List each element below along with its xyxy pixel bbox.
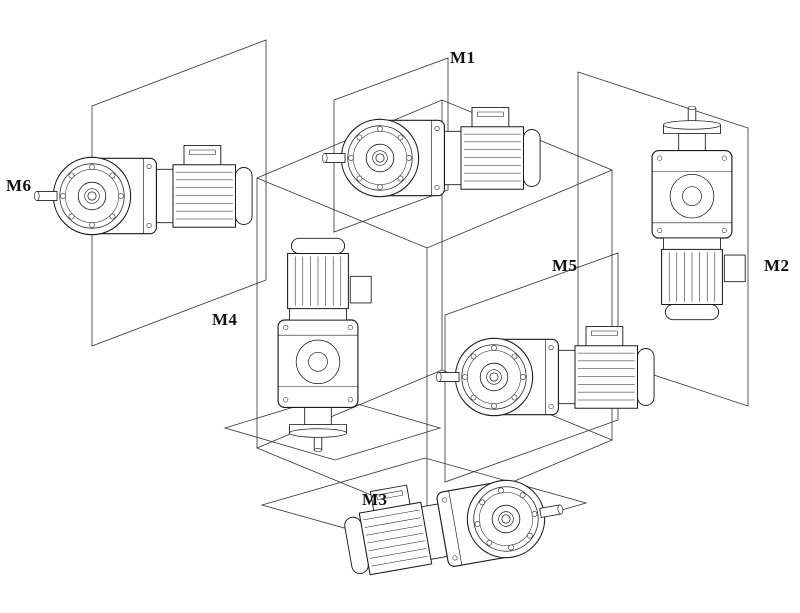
gearmotor-m4-illustration <box>277 237 372 453</box>
gearmotor-m1-illustration <box>321 106 541 198</box>
gearmotor-m5-illustration <box>435 325 655 417</box>
mounting-plane-m6 <box>91 39 267 347</box>
label-m1: M1 <box>450 48 476 67</box>
mounting-plane-m5 <box>444 252 619 483</box>
mounting-cube <box>255 99 614 519</box>
mounting-plane-m1 <box>333 57 449 233</box>
gearmotor-m2-illustration <box>651 105 746 321</box>
gearmotor-m3-illustration <box>339 458 570 586</box>
label-m2: M2 <box>764 256 790 275</box>
label-m3: M3 <box>362 490 388 509</box>
label-m6: M6 <box>6 176 32 195</box>
label-m4: M4 <box>212 310 238 329</box>
label-m5: M5 <box>552 256 578 275</box>
gearmotor-m6-illustration <box>33 144 253 236</box>
